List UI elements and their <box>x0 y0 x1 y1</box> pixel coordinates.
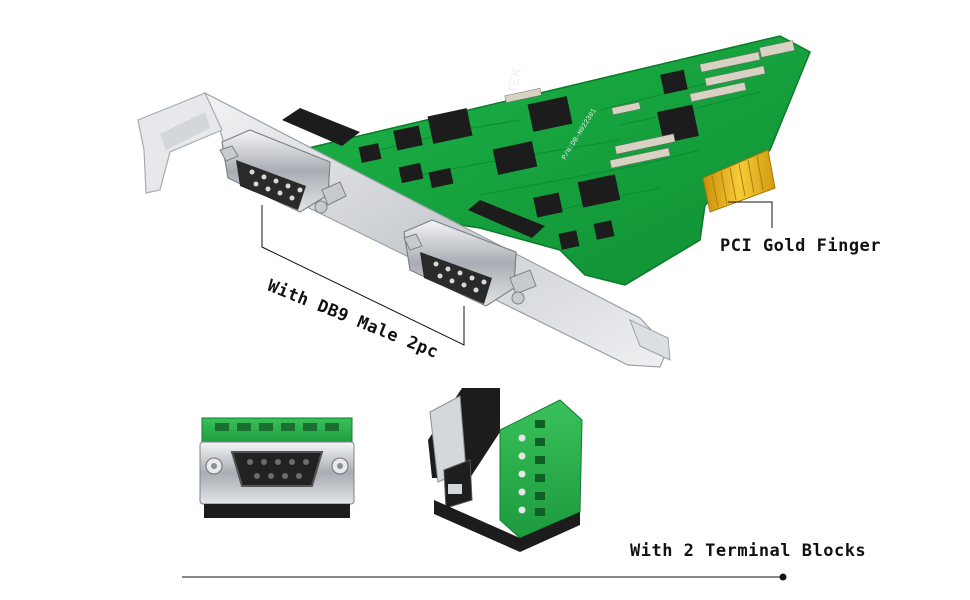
header-strip-bottom <box>468 200 545 238</box>
header-strip-top <box>282 108 360 146</box>
hex-screw <box>509 269 537 295</box>
db9-connector-1 <box>219 129 347 214</box>
terminal-block-1 <box>199 417 355 518</box>
db9-leader <box>261 205 465 346</box>
db9-connector-2 <box>403 219 537 307</box>
hex-screw <box>403 233 423 251</box>
pci-card: TEK P/N:DB-H022301 <box>282 35 811 286</box>
terminal-block-2 <box>428 388 583 552</box>
terminal-underline-dot <box>779 573 787 581</box>
smd-components <box>504 40 795 169</box>
gold-finger-label: PCI Gold Finger <box>720 236 882 256</box>
terminal-blocks-label: With 2 Terminal Blocks <box>630 541 867 561</box>
ic-chips <box>358 69 699 250</box>
hex-screw <box>219 145 239 162</box>
board-brand-text: TEK <box>504 65 524 94</box>
gold-finger-leader <box>728 201 773 228</box>
gold-finger <box>702 149 776 213</box>
callout-leader-lines <box>182 201 782 578</box>
hex-screw <box>321 181 347 206</box>
